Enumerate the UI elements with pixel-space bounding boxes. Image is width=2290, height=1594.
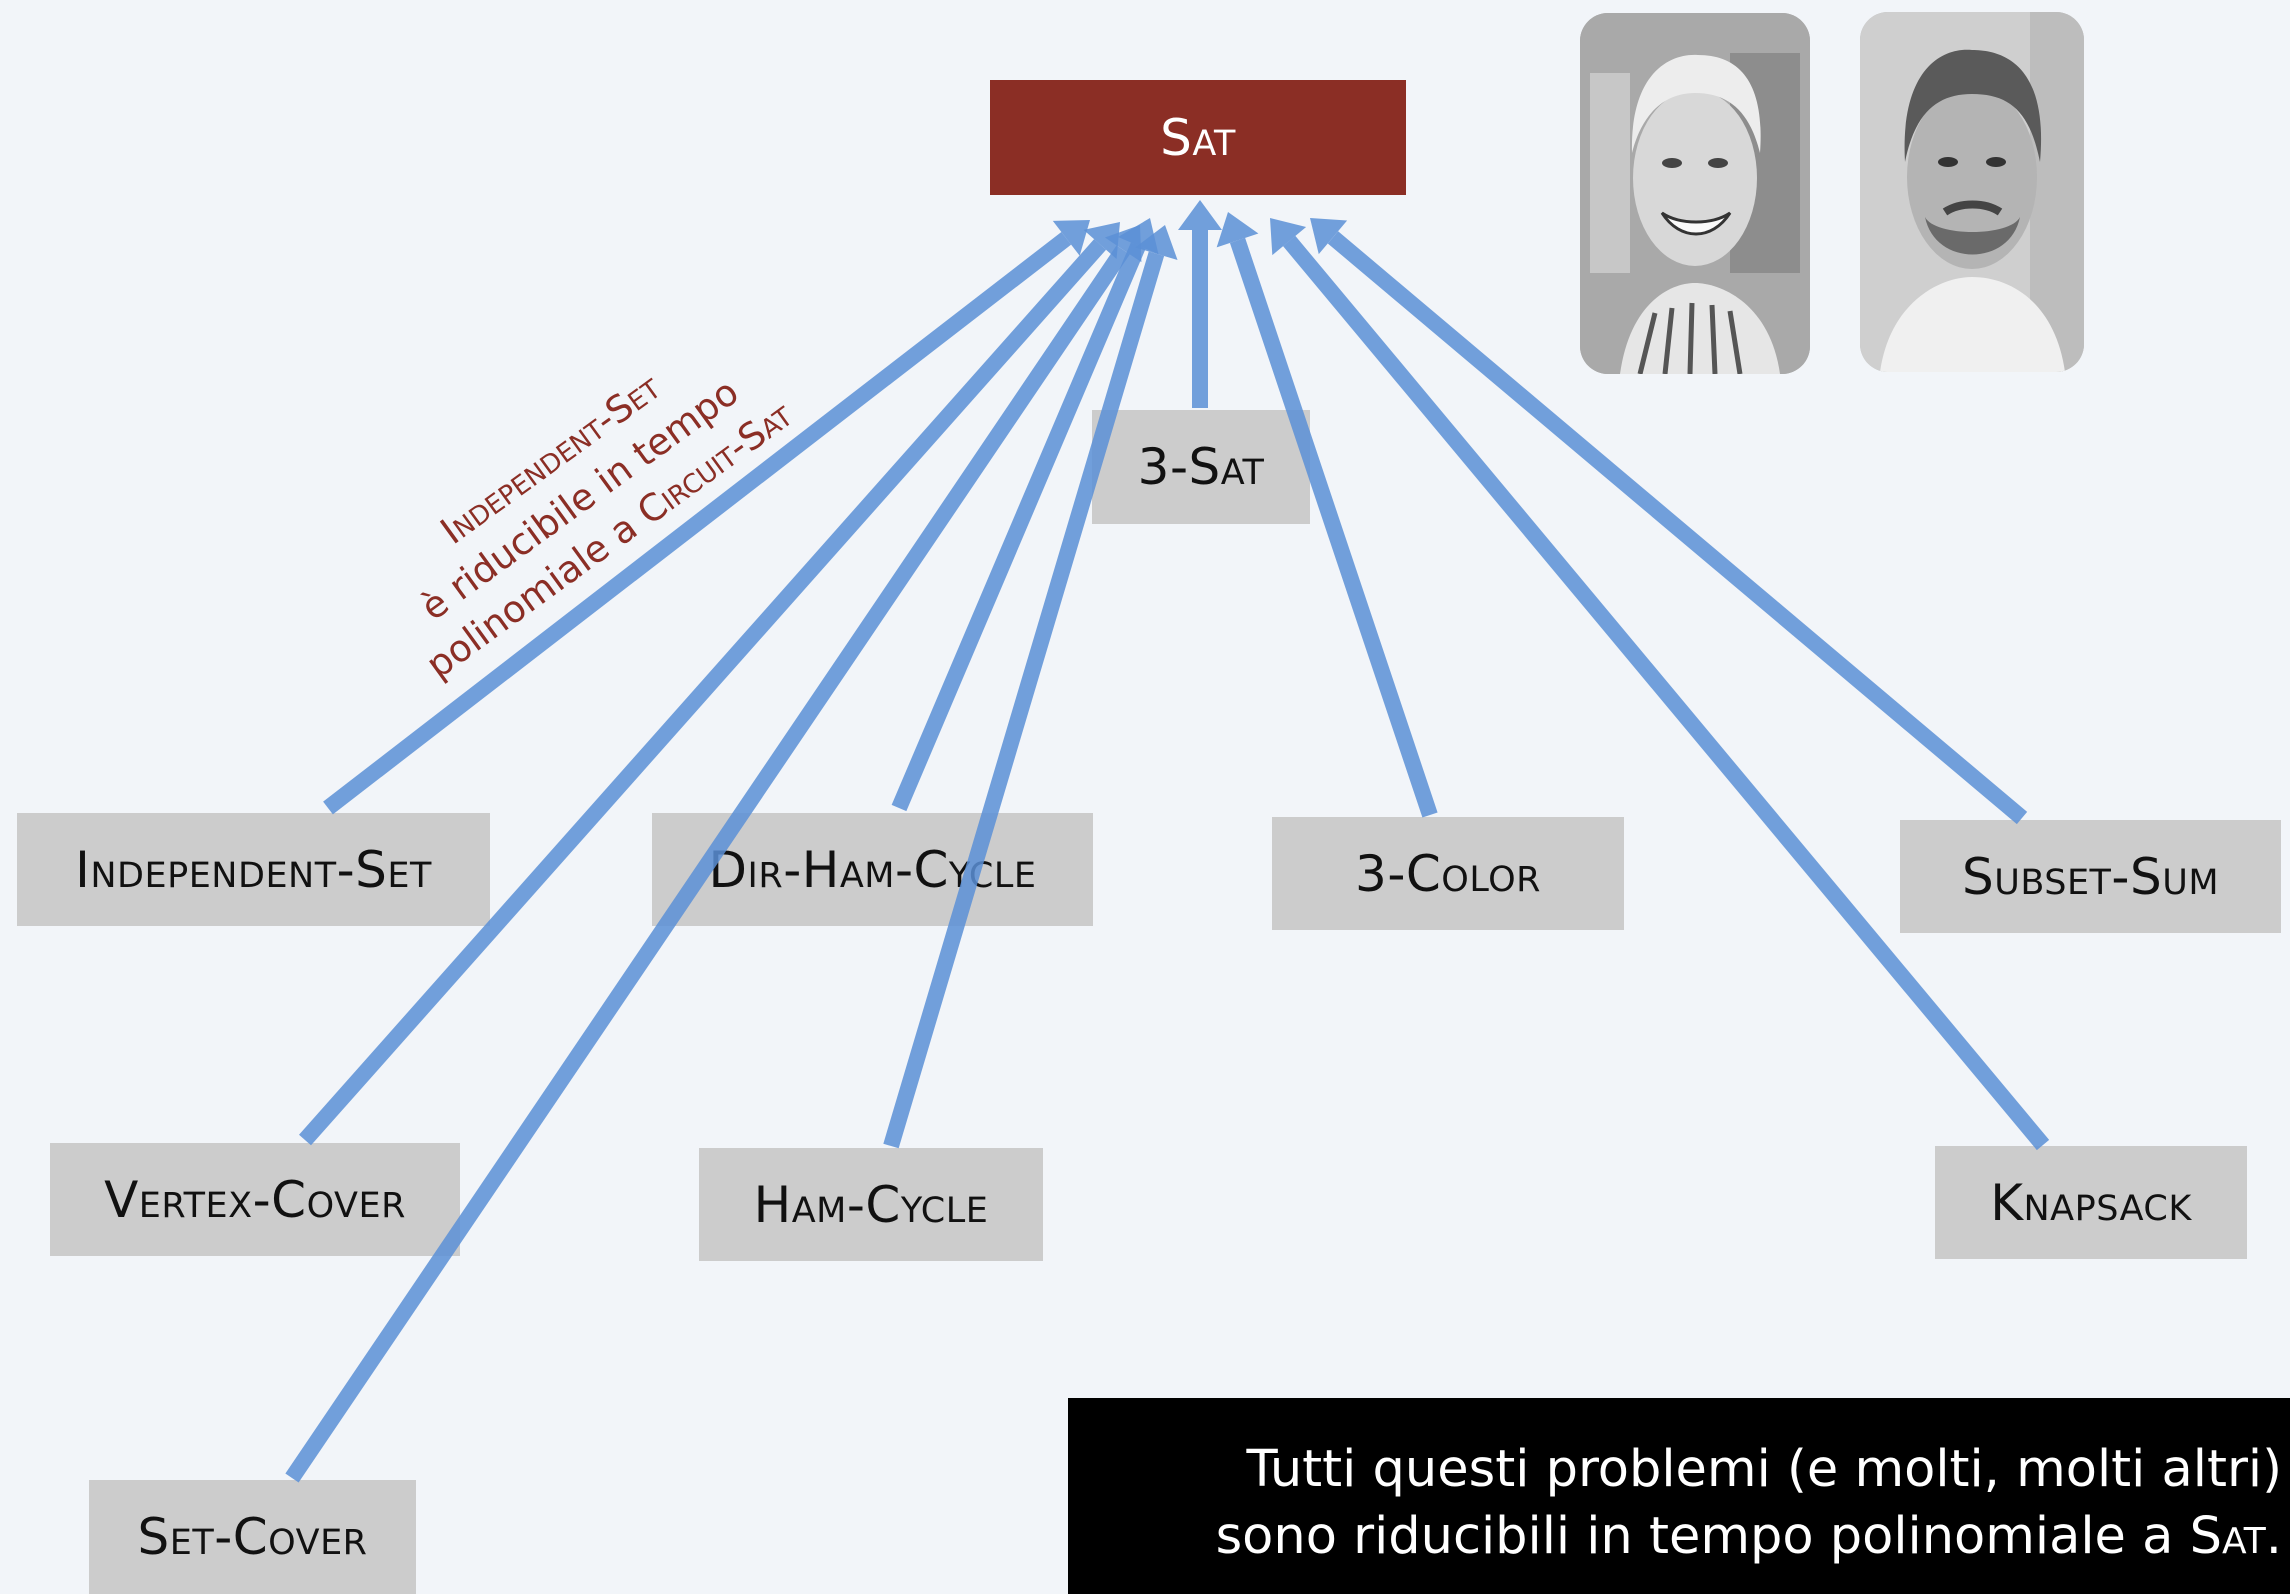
node-set-cover: Set-Cover xyxy=(89,1480,416,1594)
portrait-right-image xyxy=(1860,12,2084,372)
arrow-head xyxy=(1178,200,1222,230)
node-3-sat-label: 3-Sat xyxy=(1137,438,1265,496)
node-vertex-cover-label: Vertex-Cover xyxy=(104,1170,406,1229)
node-vertex-cover: Vertex-Cover xyxy=(50,1143,460,1256)
reduction-annotation: Independent-Set è riducibile in tempo po… xyxy=(358,310,803,690)
callout-line-1: Tutti questi problemi (e molti, molti al… xyxy=(1246,1440,2282,1499)
annotation-line-2: è riducibile in tempo xyxy=(412,370,747,629)
arrow-three-sat-to-sat xyxy=(1178,200,1222,408)
callout-line-2: sono riducibili in tempo polinomiale a S… xyxy=(1068,1503,2282,1570)
arrow-shaft xyxy=(883,251,1165,1149)
node-knapsack-label: Knapsack xyxy=(1990,1173,2192,1232)
node-sat-label: Sat xyxy=(1160,108,1236,167)
node-independent-set: Independent-Set xyxy=(17,813,490,926)
callout-term-sat: Sat xyxy=(2189,1507,2266,1566)
arrow-head xyxy=(1083,222,1120,260)
callout-line-2-text: sono riducibili in tempo polinomiale a xyxy=(1215,1507,2190,1566)
portrait-left-image xyxy=(1580,13,1810,374)
node-3-color: 3-Color xyxy=(1272,817,1624,930)
arrow-ham-cycle-to-sat xyxy=(883,225,1178,1149)
summary-callout: Tutti questi problemi (e molti, molti al… xyxy=(1068,1398,2290,1594)
node-dir-ham-cycle: Dir-Ham-Cycle xyxy=(652,813,1093,926)
node-3-sat: 3-Sat xyxy=(1092,410,1310,524)
arrow-head xyxy=(1118,218,1159,255)
callout-line-2-end: . xyxy=(2265,1507,2282,1566)
node-3-color-label: 3-Color xyxy=(1355,844,1541,903)
node-ham-cycle-label: Ham-Cycle xyxy=(753,1175,989,1234)
node-subset-sum-label: Subset-Sum xyxy=(1961,847,2220,906)
arrow-head xyxy=(1135,225,1178,261)
arrow-shaft xyxy=(1283,235,2050,1151)
portrait-photo-left xyxy=(1580,13,1810,374)
portrait-photo-right xyxy=(1860,12,2084,372)
arrow-head xyxy=(1052,220,1090,256)
node-dir-ham-cycle-label: Dir-Ham-Cycle xyxy=(708,840,1037,899)
arrow-shaft xyxy=(1229,237,1438,818)
arrow-shaft xyxy=(891,242,1146,812)
node-knapsack: Knapsack xyxy=(1935,1146,2247,1259)
node-ham-cycle: Ham-Cycle xyxy=(699,1148,1043,1261)
node-independent-set-label: Independent-Set xyxy=(75,840,432,899)
arrow-head xyxy=(1310,218,1348,255)
arrow-head xyxy=(1104,225,1142,263)
arrow-head xyxy=(1216,212,1259,248)
node-sat: Sat xyxy=(990,80,1406,195)
arrow-head xyxy=(1270,218,1307,256)
node-set-cover-label: Set-Cover xyxy=(137,1508,368,1566)
node-subset-sum: Subset-Sum xyxy=(1900,820,2281,933)
